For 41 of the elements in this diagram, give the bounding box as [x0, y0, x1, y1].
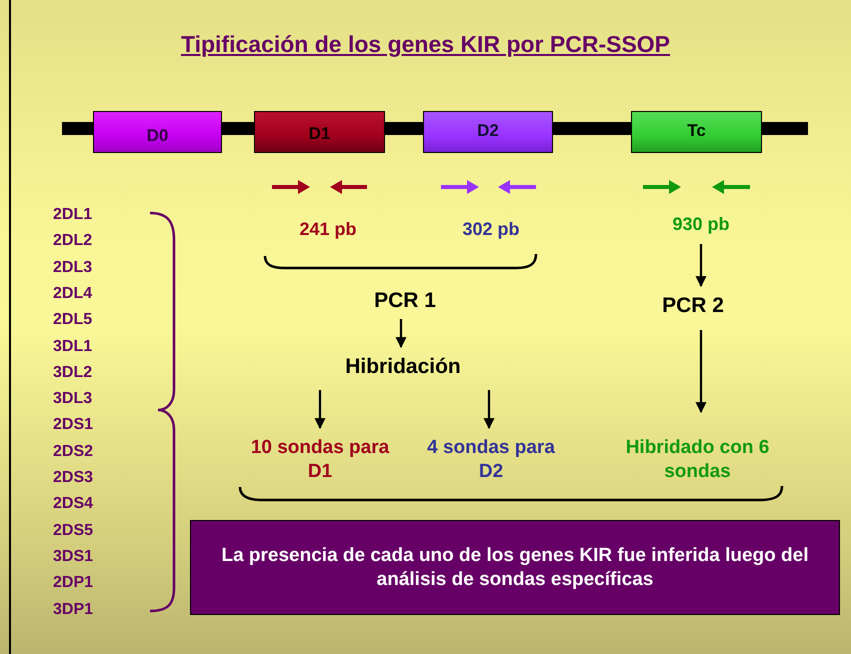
box-label: D0	[146, 125, 168, 147]
gene-segment-box	[423, 111, 553, 153]
probe-result: Hibridado con 6 sondas	[624, 436, 770, 484]
gene-segment-box	[93, 111, 222, 153]
arrow	[396, 319, 406, 348]
gene-name: 2DL3	[53, 258, 92, 278]
gene-name: 2DP1	[53, 573, 94, 594]
gene-name: 2DS5	[53, 520, 94, 541]
gene-name: 2DL2	[53, 231, 92, 252]
fragment-size: 241 pb	[299, 218, 357, 240]
gene-name: 2DL4	[53, 284, 92, 304]
gene-name: 3DL2	[53, 362, 92, 383]
box-label: D1	[308, 123, 330, 145]
gene-segment-box	[631, 111, 762, 153]
arrow	[696, 330, 706, 414]
box-label: Tc	[687, 120, 706, 142]
gene-name: 2DS1	[53, 415, 94, 436]
gene-name: 3DP1	[53, 600, 94, 620]
gene-name: 2DL5	[53, 310, 92, 330]
title: Tipificación de los genes KIR por PCR-SSOP	[180, 31, 670, 57]
arrow	[314, 390, 326, 430]
gene-name: 2DS2	[53, 442, 94, 462]
fragment-size: 930 pb	[672, 212, 730, 236]
step-label: Hibridación	[345, 354, 461, 380]
step-label: PCR 2	[662, 292, 724, 319]
probe-result: 4 sondas para D2	[426, 436, 556, 484]
gene-name: 3DS1	[53, 546, 94, 567]
gene-segment-box	[254, 111, 385, 153]
gene-name: 2DL1	[53, 205, 92, 225]
gene-name: 3DL1	[53, 336, 92, 356]
gene-name: 2DS3	[53, 468, 94, 488]
gene-name: 3DL3	[53, 389, 92, 410]
gene-name: 2DS4	[53, 494, 94, 514]
step-label: PCR 1	[374, 288, 436, 314]
arrow	[484, 390, 494, 430]
box-label: D2	[477, 120, 499, 142]
box-label: La presencia de cada uno de los genes KIR fue inferida luego del análisis de sondas específicas	[221, 544, 809, 592]
fragment-size: 302 pb	[462, 218, 520, 240]
arrow	[696, 244, 706, 288]
conclusion-banner	[190, 520, 840, 615]
probe-result: 10 sondas para D1	[250, 436, 390, 484]
